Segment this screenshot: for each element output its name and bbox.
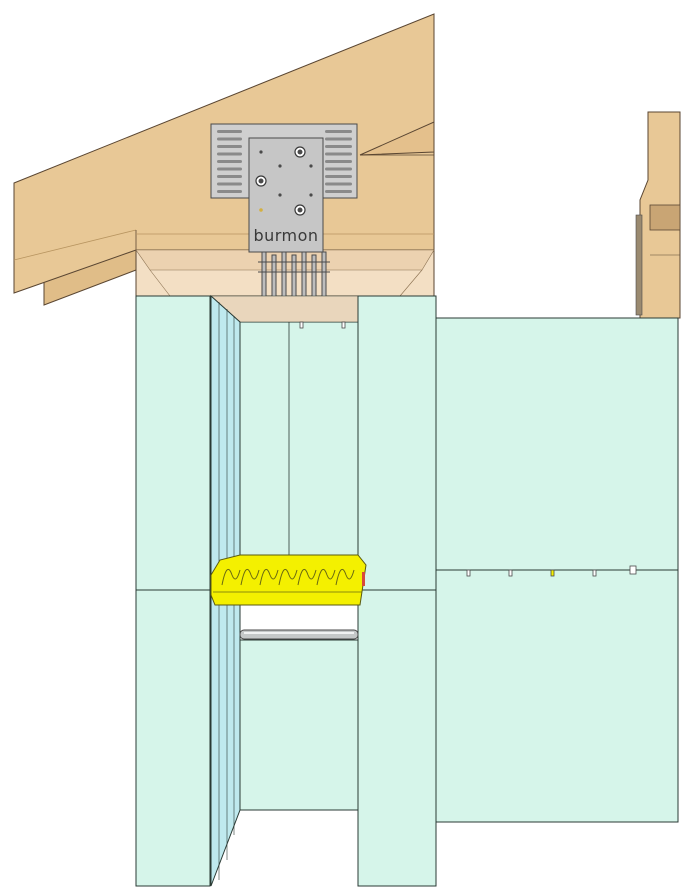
insulation-panel-far-right-lower (435, 569, 679, 823)
insulation-panel-back-lower (239, 639, 359, 811)
support-rail (239, 629, 359, 640)
yellow-spacer-profile (210, 554, 367, 606)
insulation-panel-far-right-upper (435, 317, 679, 571)
bracket-slot (325, 145, 352, 148)
bracket-brand-label: burmon (253, 226, 318, 245)
bracket-slot (325, 190, 352, 193)
bracket-slot (217, 190, 242, 193)
timber-post-right (635, 111, 681, 319)
bracket-slot (217, 167, 242, 171)
insulation-panel-right-lower (357, 589, 437, 887)
insulation-panel-back-upper (239, 321, 359, 591)
bracket-slot (325, 167, 352, 171)
bracket-slot (217, 130, 242, 133)
insulation-panel-left-upper (135, 295, 211, 591)
bracket-slot (217, 182, 242, 186)
bracket-slot (325, 175, 352, 178)
bracket-slot (325, 137, 352, 141)
bracket-slot (217, 175, 242, 178)
bracket-slot (325, 160, 352, 163)
insulation-panels (135, 295, 679, 887)
bracket-slot (217, 160, 242, 163)
bracket-slot (325, 182, 352, 186)
joint-clips (299, 321, 637, 577)
screw-fasteners (258, 251, 330, 323)
bracket-slot (325, 152, 352, 156)
bracket-slot (217, 152, 242, 156)
bracket-slot (217, 137, 242, 141)
bracket-slots (217, 130, 352, 193)
bracket-slot (325, 130, 352, 133)
metal-angle-bracket: burmon (210, 123, 358, 253)
insulation-panel-right-upper (357, 295, 437, 591)
insulation-panel-left-lower (135, 589, 211, 887)
bracket-slot (217, 145, 242, 148)
